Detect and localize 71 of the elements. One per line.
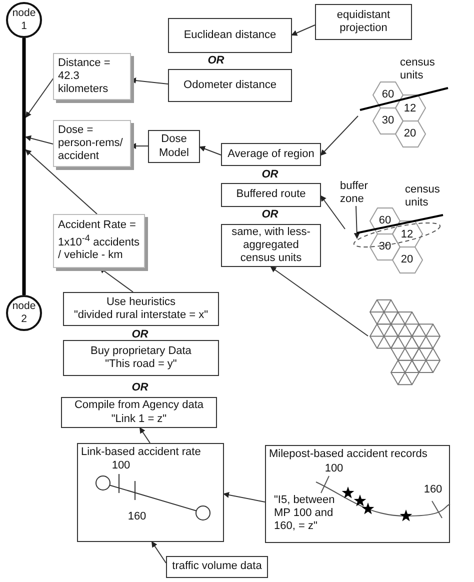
node-label: node 1: [11, 7, 37, 33]
node-title: Milepost-based accident records: [269, 448, 428, 462]
process-box: [166, 556, 268, 578]
map-label: census units: [405, 183, 441, 209]
node-title: traffic volume data: [172, 560, 262, 574]
circle-node: [6, 295, 42, 331]
number-label: 30: [382, 114, 394, 128]
number-label: 30: [378, 240, 392, 254]
arrow: [25, 149, 98, 214]
node-title: Odometer distance: [184, 78, 276, 92]
or-label: OR: [132, 328, 148, 342]
process-box: [315, 4, 412, 40]
number-label: 160: [424, 484, 442, 496]
node-title: equidistant projection: [336, 8, 392, 36]
process-box: [168, 69, 292, 102]
or-label: OR: [262, 168, 278, 182]
arrow: [291, 24, 316, 36]
arrow: [25, 76, 56, 118]
arrow: [270, 266, 368, 336]
arrow: [320, 195, 346, 230]
node-title: Accident Rate = 1x10$^{-4}$ accidents / vehicle - km: [58, 219, 140, 263]
node-text: "Link 1 = z": [111, 412, 167, 426]
node-title: Distance = 42.3 kilometers: [58, 56, 112, 96]
node-title: Average of region: [228, 148, 314, 162]
node-title: Euclidean distance: [184, 28, 276, 42]
node-title: Buffered route: [236, 188, 306, 202]
arrow: [139, 427, 150, 444]
node-text: "divided rural interstate = x": [74, 309, 208, 322]
number-label: 160: [128, 510, 146, 524]
map-label: census units: [400, 56, 436, 82]
number-label: 60: [378, 214, 392, 228]
arrow: [223, 492, 266, 502]
arrow: [320, 116, 358, 156]
number-label: 20: [400, 254, 414, 266]
process-box: [63, 292, 219, 326]
process-box: [168, 18, 292, 53]
node-text: "This road = y": [105, 358, 177, 372]
node-text: "I5, between MP 100 and 160, = z": [274, 494, 336, 534]
leader-line: [354, 206, 360, 239]
number-label: 20: [404, 128, 416, 140]
arrow: [151, 541, 166, 564]
arrow: [199, 146, 222, 156]
node-title: same, with less-aggregated census units: [230, 226, 312, 266]
callout-text: buffer zone: [340, 180, 369, 206]
route-line: [22, 38, 26, 295]
process-box: [61, 397, 217, 428]
circle-node: [6, 2, 42, 38]
or-label: OR: [132, 382, 148, 394]
result-box: [53, 120, 131, 167]
number-label: 100: [112, 460, 130, 472]
node-label: node 2: [11, 300, 37, 326]
node-title: Compile from Agency data: [74, 399, 204, 412]
process-box: [63, 340, 219, 376]
node-title: Buy proprietary Data: [90, 344, 192, 358]
process-box: [221, 224, 321, 267]
process-box: [221, 183, 321, 207]
or-label: OR: [208, 54, 224, 68]
number-label: 100: [324, 462, 344, 476]
number-label: 12: [404, 102, 416, 116]
node-title: Dose Model: [158, 133, 190, 160]
number-label: 12: [400, 228, 414, 242]
process-box: [221, 143, 321, 166]
node-title: Use heuristics: [106, 296, 176, 309]
or-label: OR: [262, 208, 278, 222]
result-box: [53, 53, 131, 100]
arrow: [25, 135, 54, 144]
node-title: Link-based accident rate: [81, 446, 201, 460]
node-title: Dose = person-rems/ accident: [58, 124, 124, 164]
number-label: 60: [382, 88, 394, 102]
hexagon-map-drawing: [358, 80, 450, 150]
process-box: [148, 130, 200, 163]
